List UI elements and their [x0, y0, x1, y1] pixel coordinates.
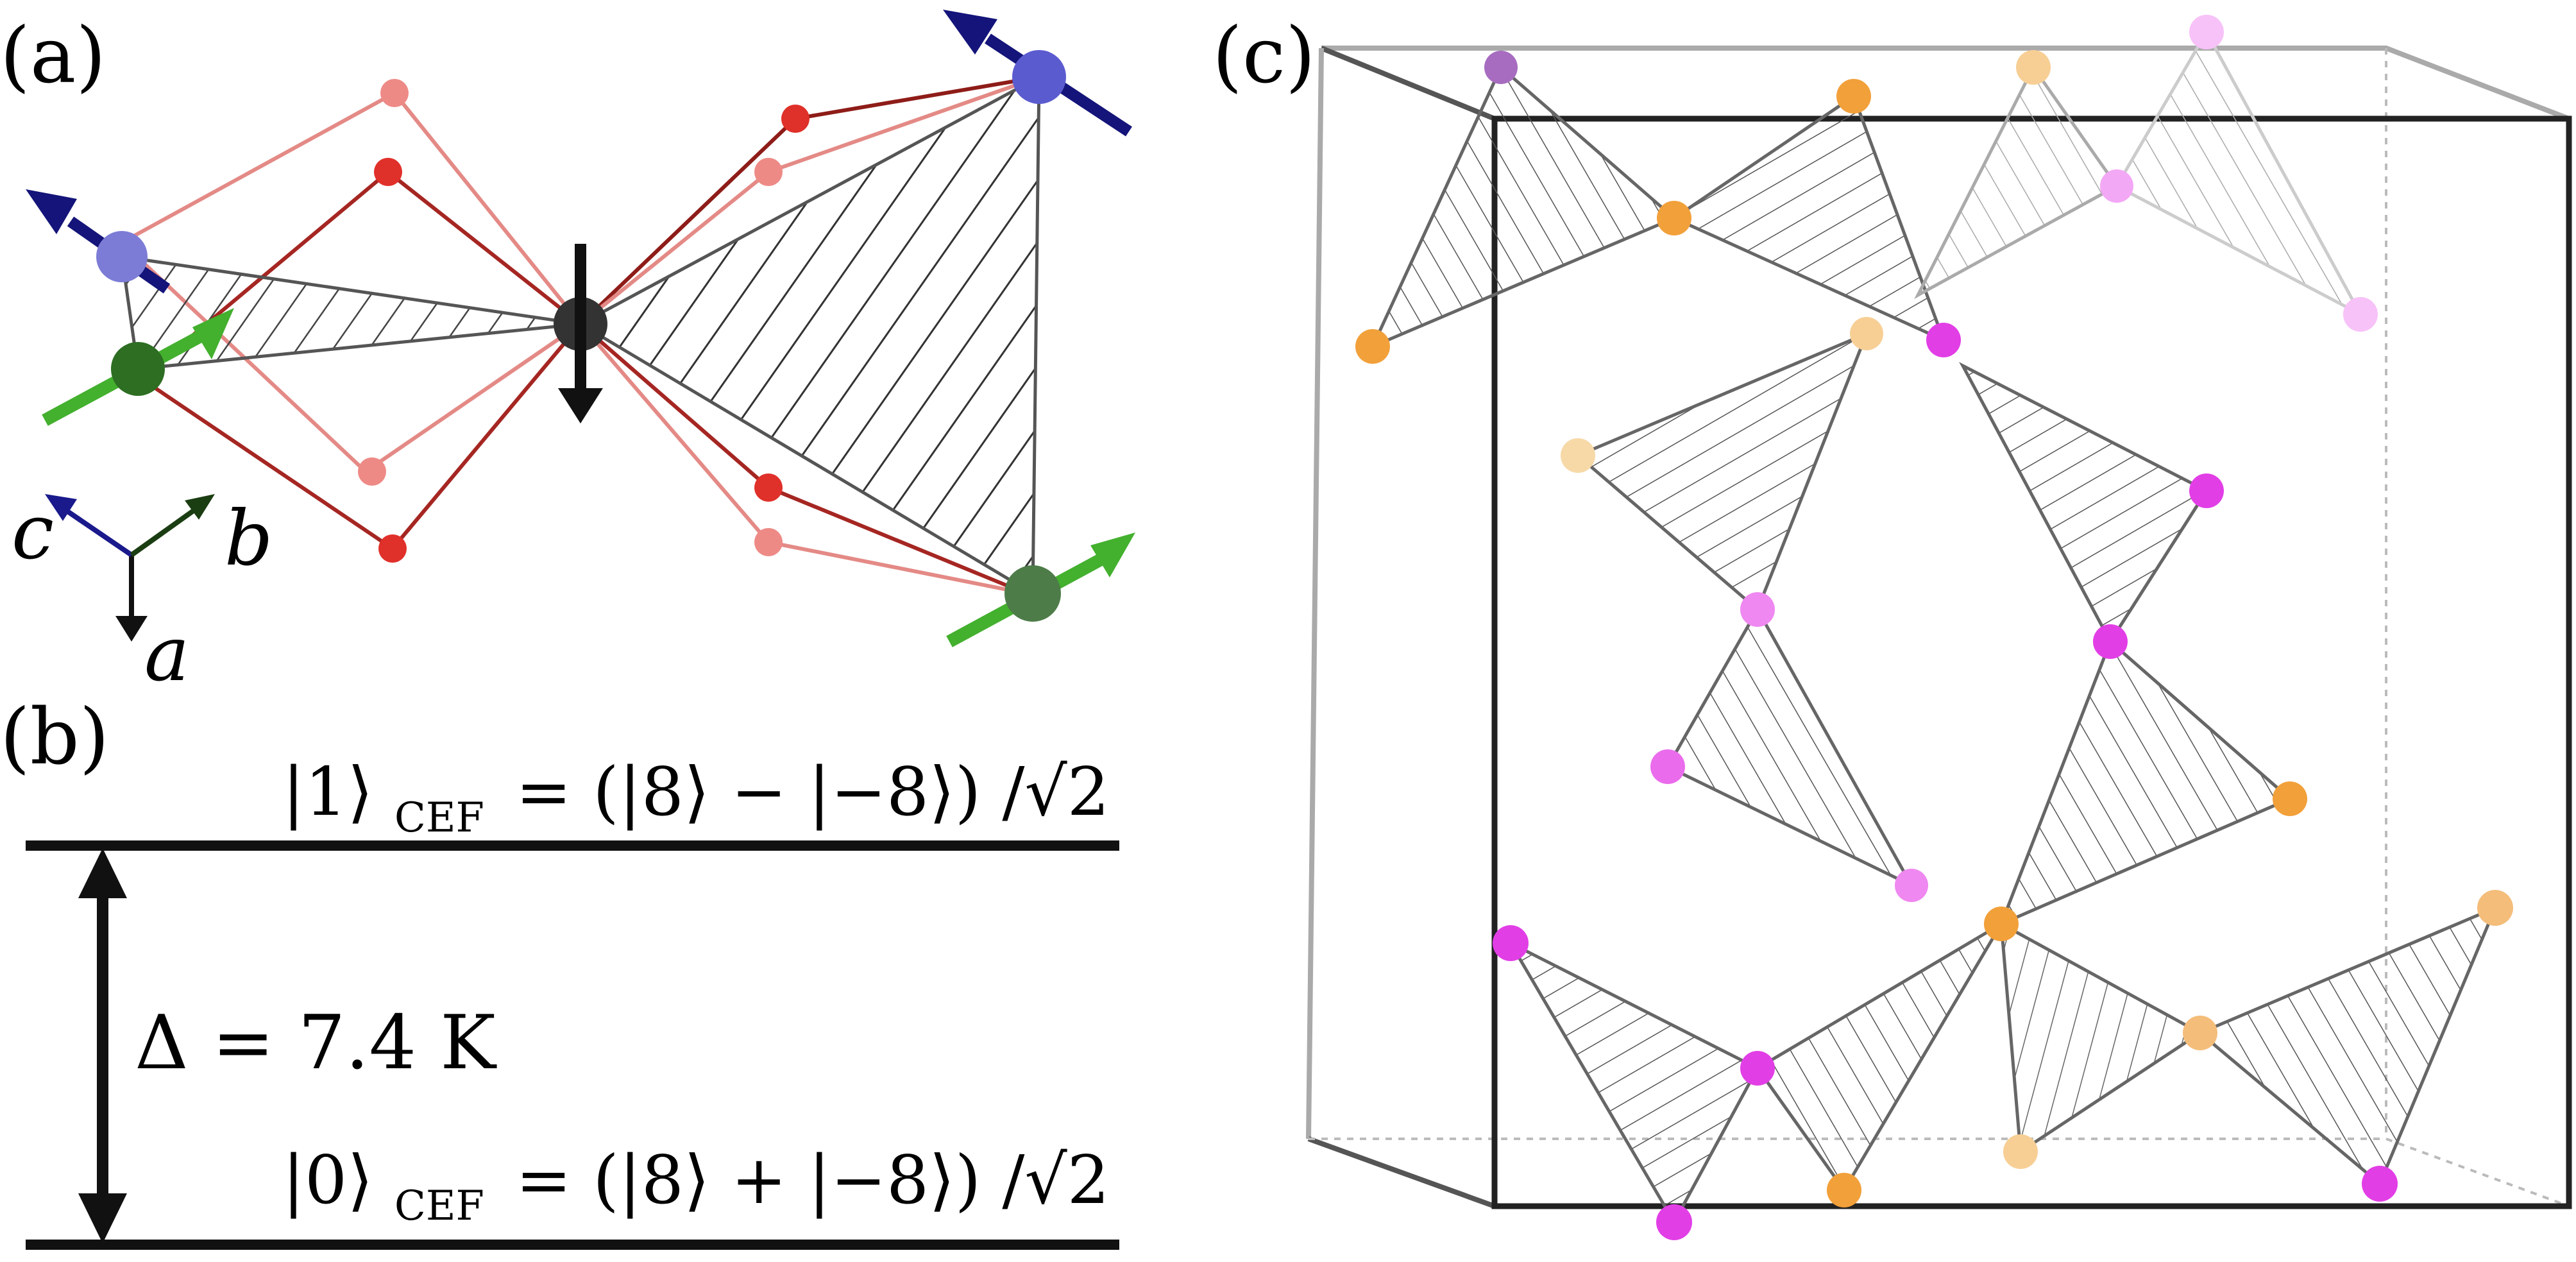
atom-orange — [1355, 329, 1390, 364]
hatched-triangle-left — [120, 255, 581, 371]
ligand-atom — [374, 158, 402, 186]
tetrahedron — [1959, 362, 2209, 645]
panel-a-label: (a) — [0, 12, 106, 101]
atom-light-magenta — [1740, 592, 1775, 627]
atom-light-orange — [2016, 50, 2051, 85]
tetrahedron — [1998, 638, 2293, 927]
ligand-atom — [380, 79, 409, 107]
atom-light-magenta — [2100, 169, 2133, 203]
atom-light-orange — [1561, 438, 1595, 473]
panel-a-structure: (a) — [0, 10, 1135, 698]
upper-state-subscript: CEF — [394, 794, 484, 842]
tetrahedron — [1575, 330, 1870, 613]
axes-triad: c b a — [12, 488, 273, 698]
atom-orange — [1657, 201, 1691, 235]
lower-state: |0⟩ — [282, 1141, 373, 1219]
lower-state-rhs: = (|8⟩ + |−8⟩) /√2 — [516, 1141, 1110, 1219]
panel-c-label: (c) — [1212, 12, 1316, 101]
panel-b-energy-levels: (b) |1⟩ CEF = (|8⟩ − |−8⟩) /√2 Δ = 7.4 K… — [0, 693, 1119, 1250]
ligand-atom — [781, 105, 809, 133]
atom-light-orange — [2003, 1134, 2038, 1169]
atom-magenta — [2362, 1166, 2398, 1202]
atom-orange — [2477, 890, 2513, 926]
ligand-atom — [378, 534, 407, 563]
tetrahedron — [1369, 64, 1677, 350]
atom-light-magenta — [2189, 15, 2224, 49]
atom-magenta — [1740, 1051, 1775, 1086]
panel-c-crystal-structure: (c) — [1212, 12, 2572, 1240]
atom-magenta — [1926, 323, 1961, 357]
atom-orange — [1827, 1173, 1861, 1207]
ligand-atom — [358, 457, 386, 486]
atom-orange — [1984, 907, 2019, 941]
atom-light-orange — [1850, 317, 1883, 350]
atom-magenta — [2189, 473, 2224, 508]
tetrahedron — [1999, 921, 2203, 1155]
upper-state: |1⟩ — [282, 753, 373, 831]
atom-orange — [1836, 79, 1871, 114]
gap-arrowhead-top — [78, 848, 127, 898]
atoms — [1355, 15, 2513, 1240]
upper-state-rhs: = (|8⟩ − |−8⟩) /√2 — [516, 753, 1110, 831]
axis-c-label: c — [12, 488, 54, 576]
upper-level-equation: |1⟩ CEF = (|8⟩ − |−8⟩) /√2 — [282, 753, 1110, 848]
ligand-atom — [754, 158, 783, 186]
ligand-atom — [754, 473, 783, 502]
ligand-atoms — [358, 79, 809, 563]
axis-a-label: a — [144, 610, 189, 698]
atom-magenta — [1484, 51, 1518, 84]
tetrahedron — [1506, 939, 1760, 1226]
tetrahedron — [2114, 28, 2365, 319]
tetrahedron — [1755, 922, 2003, 1193]
tetrahedron — [1670, 94, 1947, 343]
tetrahedron — [2197, 905, 2498, 1187]
lower-state-subscript: CEF — [394, 1182, 484, 1230]
atom-magenta — [1493, 925, 1529, 961]
atom-magenta — [1650, 749, 1685, 784]
green-spin-left — [42, 308, 234, 426]
atom-orange — [2183, 1016, 2217, 1050]
tetrahedra — [1369, 28, 2498, 1226]
atom-light-magenta — [1895, 869, 1928, 902]
tetrahedron — [1914, 64, 2119, 300]
blue-spin-right — [943, 10, 1132, 137]
green-spin-right — [946, 533, 1135, 647]
hatched-triangle-right — [577, 74, 1041, 597]
lower-level-equation: |0⟩ CEF = (|8⟩ + |−8⟩) /√2 — [282, 1141, 1110, 1236]
blue-spin-left — [26, 189, 171, 294]
atom-light-magenta — [2343, 297, 2378, 332]
axis-b-label: b — [225, 494, 273, 583]
central-spin-arrowhead — [558, 388, 603, 423]
tetrahedron — [1665, 606, 1916, 889]
atom-magenta — [2093, 624, 2128, 659]
energy-gap-label: Δ = 7.4 K — [135, 1000, 497, 1086]
atom-magenta — [1656, 1204, 1692, 1240]
panel-b-label: (b) — [0, 693, 109, 782]
gap-arrowhead-bottom — [78, 1193, 127, 1243]
atom-orange — [2273, 781, 2307, 816]
ligand-atom — [754, 528, 783, 556]
